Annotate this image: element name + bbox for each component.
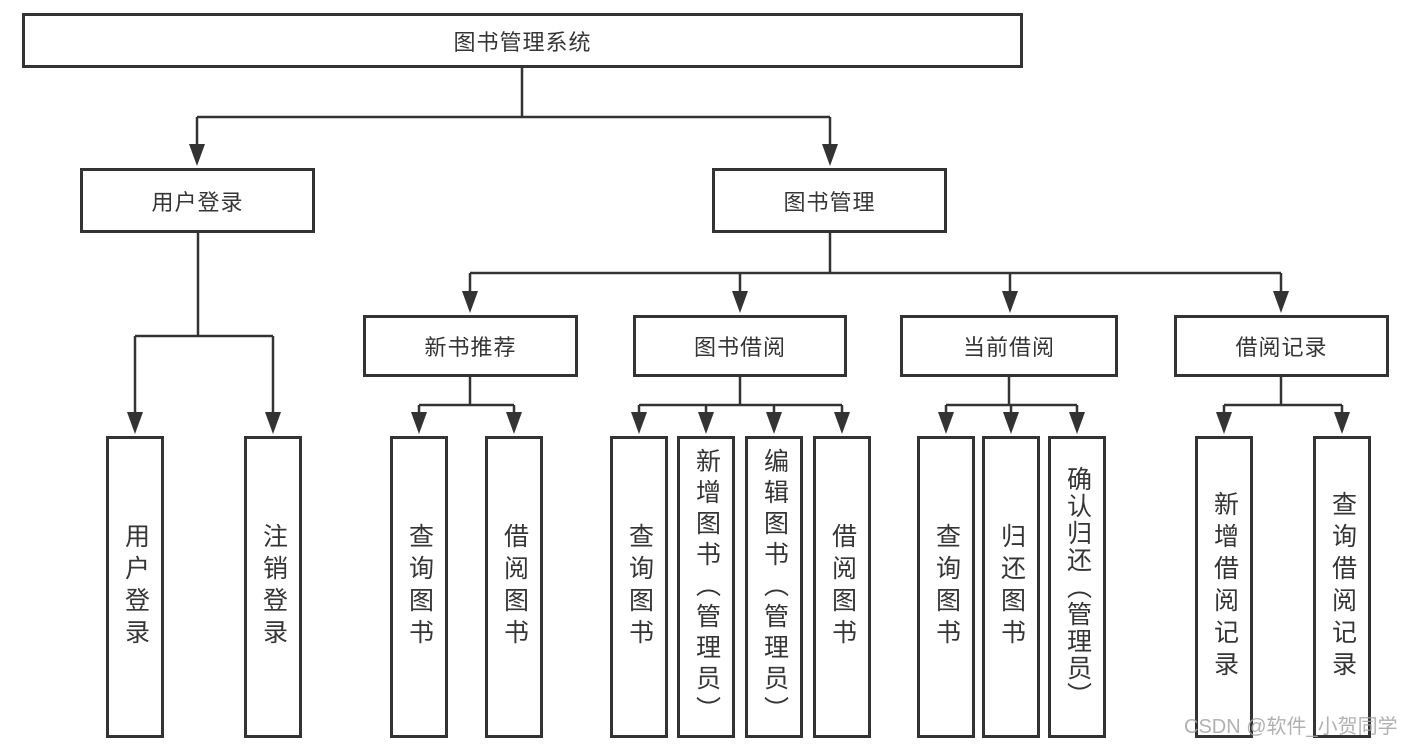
leaf-records-add: 新增借阅记录 bbox=[1195, 436, 1253, 738]
node-new-book-recommend-label: 新书推荐 bbox=[424, 335, 517, 360]
connector-current-to-leaves bbox=[944, 377, 1079, 414]
node-borrow-records: 借阅记录 bbox=[1174, 315, 1389, 377]
node-book-borrow-label: 图书借阅 bbox=[693, 335, 786, 360]
leaf-borrow-query: 查询图书 bbox=[610, 436, 668, 738]
leaf-newbooks-query: 查询图书 bbox=[390, 436, 448, 738]
leaf-logout: 注销登录 bbox=[244, 436, 302, 738]
node-current-borrow-label: 当前借阅 bbox=[962, 335, 1055, 360]
leaf-current-query-label: 查询图书 bbox=[932, 523, 961, 651]
node-new-book-recommend: 新书推荐 bbox=[363, 315, 578, 377]
leaf-borrow-edit-admin: 编辑图书（管理员） bbox=[745, 436, 803, 738]
node-user-login-label: 用户登录 bbox=[151, 189, 244, 215]
leaf-current-return: 归还图书 bbox=[982, 436, 1040, 738]
leaf-borrow-add-admin: 新增图书（管理员） bbox=[677, 436, 735, 738]
leaf-records-query: 查询借阅记录 bbox=[1313, 436, 1371, 738]
leaf-records-add-label: 新增借阅记录 bbox=[1210, 491, 1239, 683]
node-book-management-label: 图书管理 bbox=[783, 189, 876, 215]
arrowheads bbox=[127, 144, 1350, 434]
node-borrow-records-label: 借阅记录 bbox=[1235, 335, 1328, 360]
leaf-logout-label: 注销登录 bbox=[259, 523, 288, 651]
leaf-current-confirm-return-admin-label: 确认归还（管理员） bbox=[1063, 465, 1092, 709]
csdn-watermark: CSDN @软件_小贺同学 bbox=[1184, 716, 1398, 738]
node-root-system: 图书管理系统 bbox=[22, 13, 1023, 68]
connector-records-to-leaves bbox=[1222, 377, 1344, 414]
connector-borrow-to-leaves bbox=[637, 377, 844, 414]
connector-bookmgmt-to-level3 bbox=[468, 233, 1283, 291]
node-user-login: 用户登录 bbox=[80, 168, 315, 233]
leaf-newbooks-query-label: 查询图书 bbox=[405, 523, 434, 651]
leaf-borrow-borrow-label: 借阅图书 bbox=[828, 523, 857, 651]
leaf-user-login-label: 用户登录 bbox=[121, 523, 150, 651]
leaf-borrow-borrow: 借阅图书 bbox=[813, 436, 871, 738]
leaf-records-query-label: 查询借阅记录 bbox=[1328, 491, 1357, 683]
leaf-borrow-add-admin-label: 新增图书（管理员） bbox=[692, 447, 721, 727]
leaf-newbooks-borrow: 借阅图书 bbox=[485, 436, 543, 738]
leaf-current-confirm-return-admin: 确认归还（管理员） bbox=[1048, 436, 1106, 738]
node-book-borrow: 图书借阅 bbox=[633, 315, 847, 377]
node-book-management: 图书管理 bbox=[712, 168, 947, 233]
leaf-user-login: 用户登录 bbox=[106, 436, 164, 738]
node-root-label: 图书管理系统 bbox=[453, 29, 592, 55]
leaf-borrow-edit-admin-label: 编辑图书（管理员） bbox=[760, 447, 789, 727]
leaf-newbooks-borrow-label: 借阅图书 bbox=[500, 523, 529, 651]
leaf-borrow-query-label: 查询图书 bbox=[625, 523, 654, 651]
connector-root-to-level2 bbox=[195, 68, 832, 146]
leaf-current-return-label: 归还图书 bbox=[997, 523, 1026, 651]
node-current-borrow: 当前借阅 bbox=[900, 315, 1118, 377]
connector-userlogin-to-leaves bbox=[133, 233, 275, 414]
connector-newbooks-to-leaves bbox=[417, 377, 516, 414]
leaf-current-query: 查询图书 bbox=[917, 436, 975, 738]
